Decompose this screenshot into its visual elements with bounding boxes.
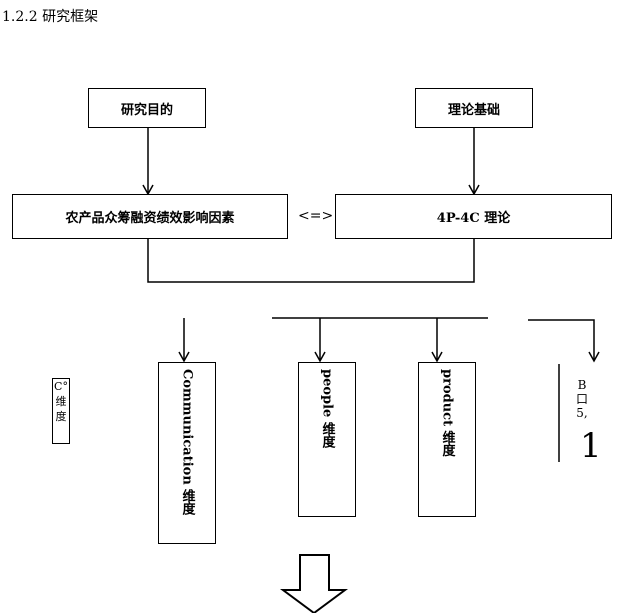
partial-box-text: B 口 5, xyxy=(576,378,589,420)
bidirectional-arrow-icon: <=> xyxy=(298,208,334,224)
theory-basis-box: 理论基础 xyxy=(415,88,533,128)
product-dimension-label: product 维度 xyxy=(439,369,455,457)
partial-box-number: 1 xyxy=(580,426,602,466)
influence-factors-box: 农产品众筹融资绩效影响因素 xyxy=(12,194,288,239)
cost-dimension-label: C° 维 度 xyxy=(54,380,68,423)
people-dimension-label: people 维度 xyxy=(319,369,335,448)
communication-dimension-label: Communication 维度 xyxy=(179,369,195,516)
section-heading: 1.2.2 研究框架 xyxy=(2,9,99,25)
cost-dimension-box: C° 维 度 xyxy=(52,378,70,444)
research-purpose-box: 研究目的 xyxy=(88,88,206,128)
theory-4p4c-box: 4P-4C 理论 xyxy=(335,194,612,239)
product-dimension-box: product 维度 xyxy=(418,362,476,517)
communication-dimension-box: Communication 维度 xyxy=(158,362,216,544)
down-arrow-icon xyxy=(279,554,349,613)
people-dimension-box: people 维度 xyxy=(298,362,356,517)
